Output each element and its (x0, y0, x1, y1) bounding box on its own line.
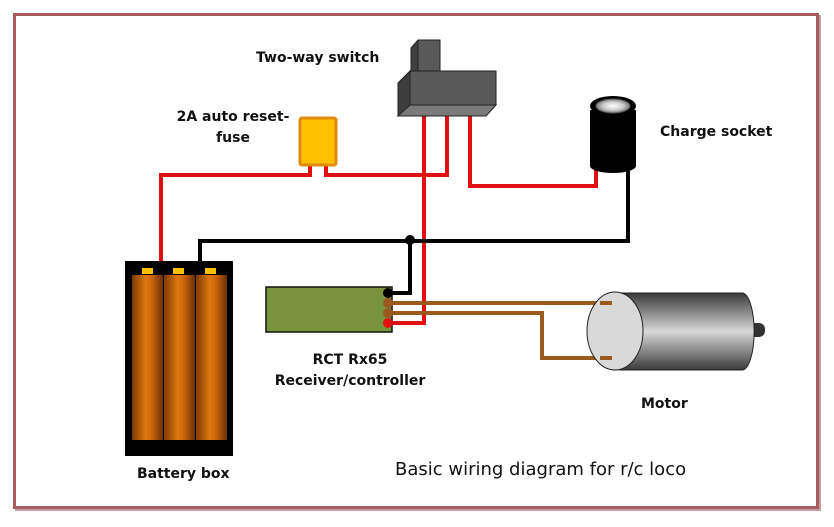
fuse-label-line2: fuse (216, 130, 250, 146)
battery-cell (132, 275, 163, 440)
charge-socket-icon (590, 96, 636, 173)
fuse-icon (298, 116, 338, 167)
fuse-label-line1: 2A auto reset- (176, 109, 290, 125)
wires (159, 113, 630, 360)
switch-label: Two-way switch (256, 50, 380, 66)
receiver-board-icon (265, 286, 393, 333)
fuse-label: 2A auto reset- fuse (163, 107, 303, 149)
wire-junction (405, 235, 415, 245)
wire-battery-to-fuse (159, 165, 312, 262)
wire-motor-b (388, 311, 610, 360)
motor-label: Motor (641, 396, 688, 412)
receiver-label-line2: Receiver/controller (274, 373, 426, 389)
wire-fuse-to-switch (324, 113, 449, 177)
wire-switch-to-receiver (388, 113, 426, 325)
battery-box-icon (125, 261, 233, 456)
battery-cell (196, 275, 227, 440)
receiver-label: RCT Rx65 Receiver/controller (255, 350, 445, 392)
diagram-title: Basic wiring diagram for r/c loco (395, 459, 687, 480)
wire-battery-negative (198, 166, 630, 262)
motor-icon (586, 291, 765, 371)
slide-switch-icon (396, 39, 498, 117)
wire-switch-to-charge-socket (468, 113, 598, 188)
wire-negative-to-receiver (388, 241, 412, 295)
battery-label: Battery box (137, 466, 230, 482)
charge-socket-label: Charge socket (660, 124, 773, 140)
receiver-label-line1: RCT Rx65 (312, 352, 388, 368)
battery-cell (164, 275, 195, 440)
